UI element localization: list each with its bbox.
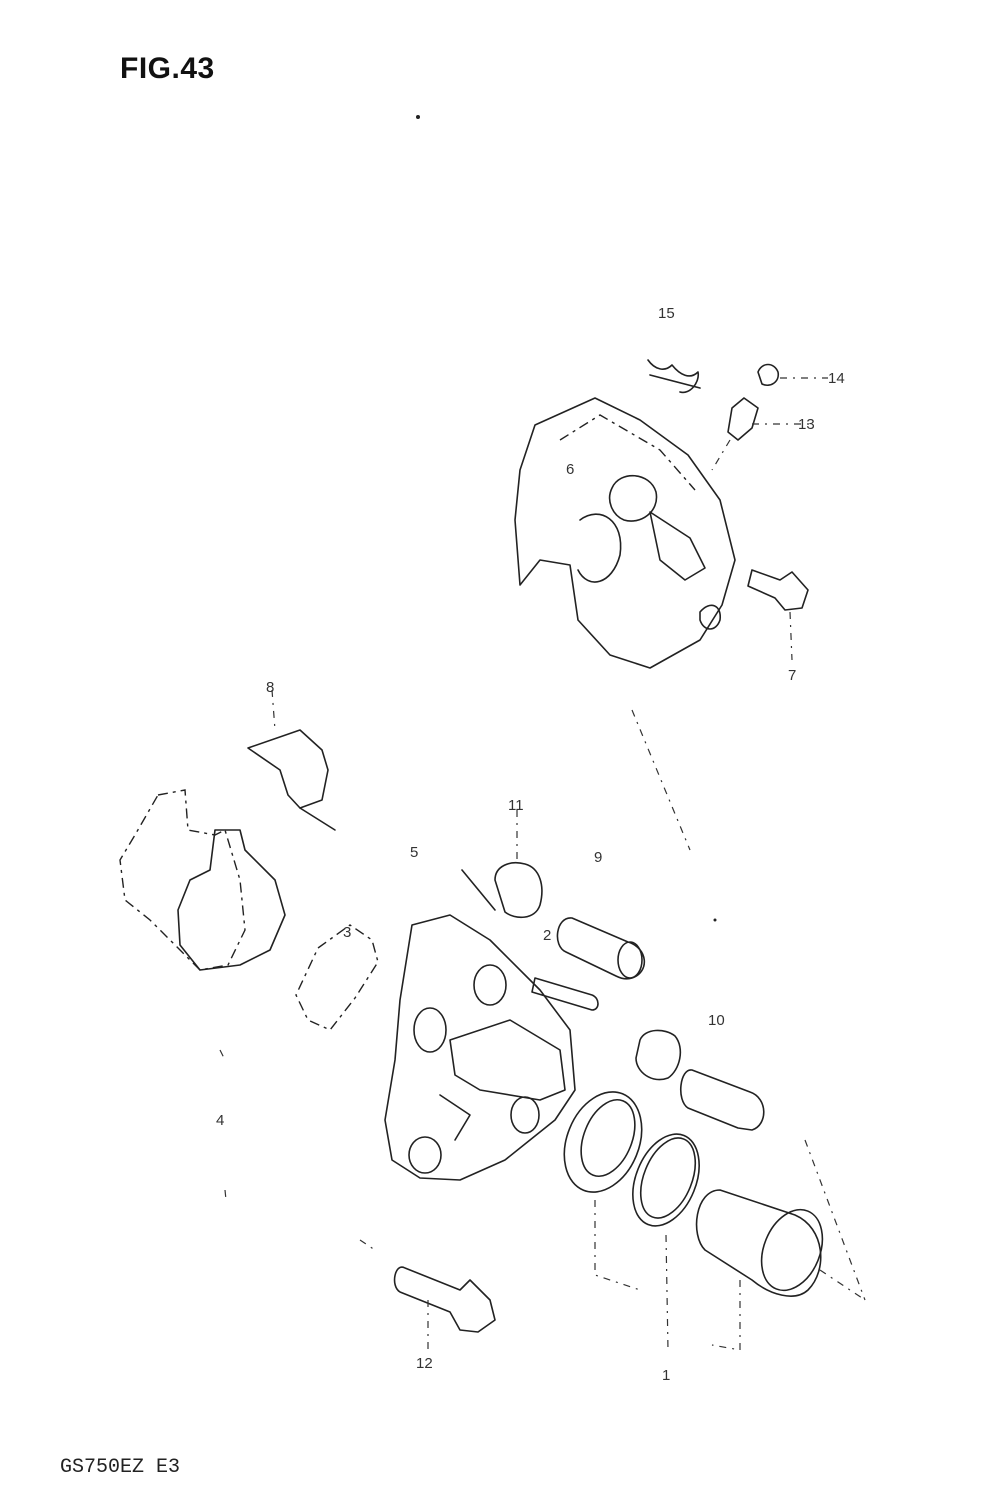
caliper-cover-part bbox=[514, 397, 736, 669]
leader-piston-2 bbox=[819, 1269, 866, 1301]
callout-8: 8 bbox=[266, 679, 274, 696]
leader-piston-3 bbox=[711, 1280, 741, 1351]
callout-3: 3 bbox=[343, 924, 351, 941]
slide-pin-part bbox=[556, 917, 646, 980]
bleeder-valve-part bbox=[711, 397, 812, 471]
leader-caliper-left bbox=[219, 1049, 226, 1061]
leader-seals-2 bbox=[665, 1234, 669, 1351]
boot-upper-part bbox=[461, 810, 543, 919]
pad-shim-part bbox=[247, 689, 336, 831]
pad-spring-part bbox=[295, 924, 379, 1031]
leader-piston bbox=[804, 1139, 866, 1301]
piston-seal-part bbox=[563, 1091, 643, 1193]
caliper-spring-part bbox=[647, 359, 701, 394]
assembly-centerline bbox=[631, 709, 691, 851]
boot-lower-part bbox=[635, 1029, 682, 1081]
brake-pad-inner-part bbox=[177, 829, 286, 971]
callout-5: 5 bbox=[410, 844, 418, 861]
callout-2: 2 bbox=[543, 927, 551, 944]
callout-11: 11 bbox=[508, 797, 524, 814]
dust-seal-part bbox=[632, 1133, 700, 1227]
callout-7: 7 bbox=[788, 667, 796, 684]
brake-pad-outer-part bbox=[119, 789, 246, 971]
callout-13: 13 bbox=[798, 416, 815, 433]
callout-9: 9 bbox=[594, 849, 602, 866]
slide-pin-lower-part bbox=[680, 1069, 765, 1131]
model-code: GS750EZ E3 bbox=[60, 1456, 181, 1479]
callout-4: 4 bbox=[216, 1112, 224, 1129]
bleeder-cap-part bbox=[757, 363, 828, 387]
stray-mark bbox=[416, 115, 420, 119]
figure-title: FIG.43 bbox=[120, 52, 215, 85]
callout-15: 15 bbox=[658, 305, 675, 322]
callout-14: 14 bbox=[828, 370, 845, 387]
caliper-mount-bolt-part bbox=[359, 1239, 496, 1350]
piston-part bbox=[695, 1189, 824, 1297]
callout-6: 6 bbox=[566, 461, 574, 478]
callout-1: 1 bbox=[662, 1367, 670, 1384]
caliper-bolt-upper-part bbox=[747, 569, 809, 661]
callout-10: 10 bbox=[708, 1012, 725, 1029]
leader-caliper-left-2 bbox=[224, 1189, 227, 1201]
small-pin-part bbox=[531, 977, 599, 1011]
stray-mark-2 bbox=[713, 918, 717, 922]
leader-seals bbox=[594, 1200, 641, 1291]
caliper-body-part bbox=[384, 914, 576, 1181]
callout-12: 12 bbox=[416, 1355, 433, 1372]
